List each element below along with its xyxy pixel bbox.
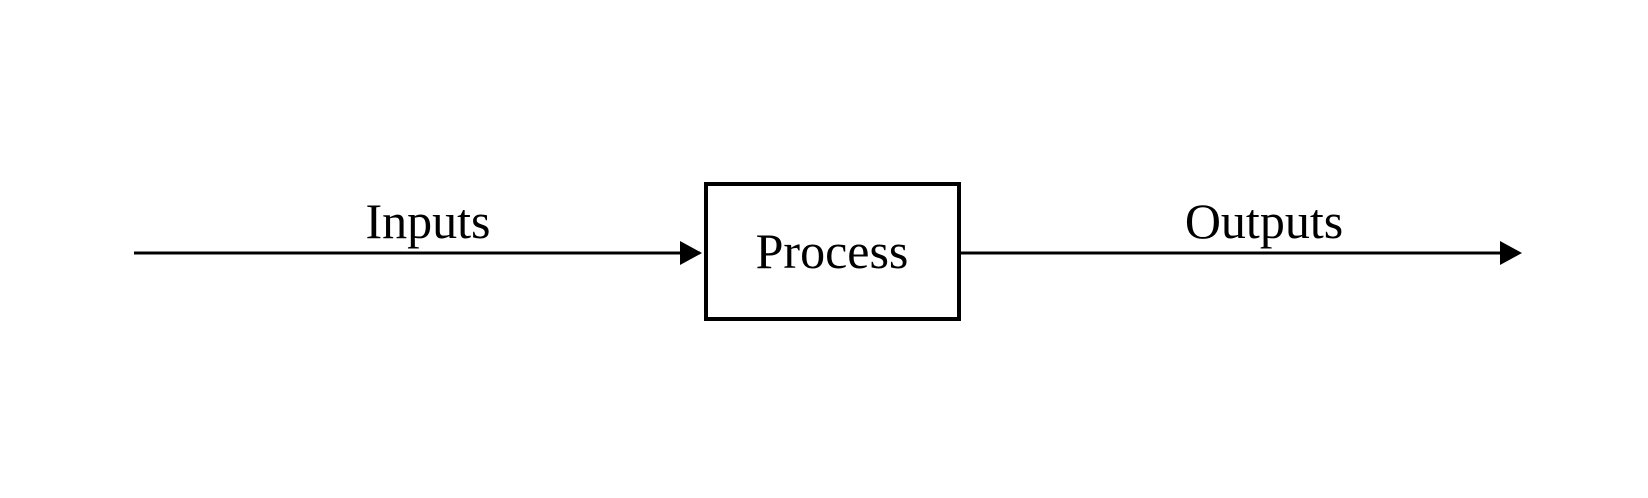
inputs-label: Inputs: [366, 193, 491, 249]
process-label: Process: [756, 223, 909, 279]
outputs-arrowhead-icon: [1500, 241, 1522, 265]
process-box: [704, 182, 961, 321]
inputs-arrowhead-icon: [680, 241, 702, 265]
outputs-label: Outputs: [1185, 193, 1343, 249]
